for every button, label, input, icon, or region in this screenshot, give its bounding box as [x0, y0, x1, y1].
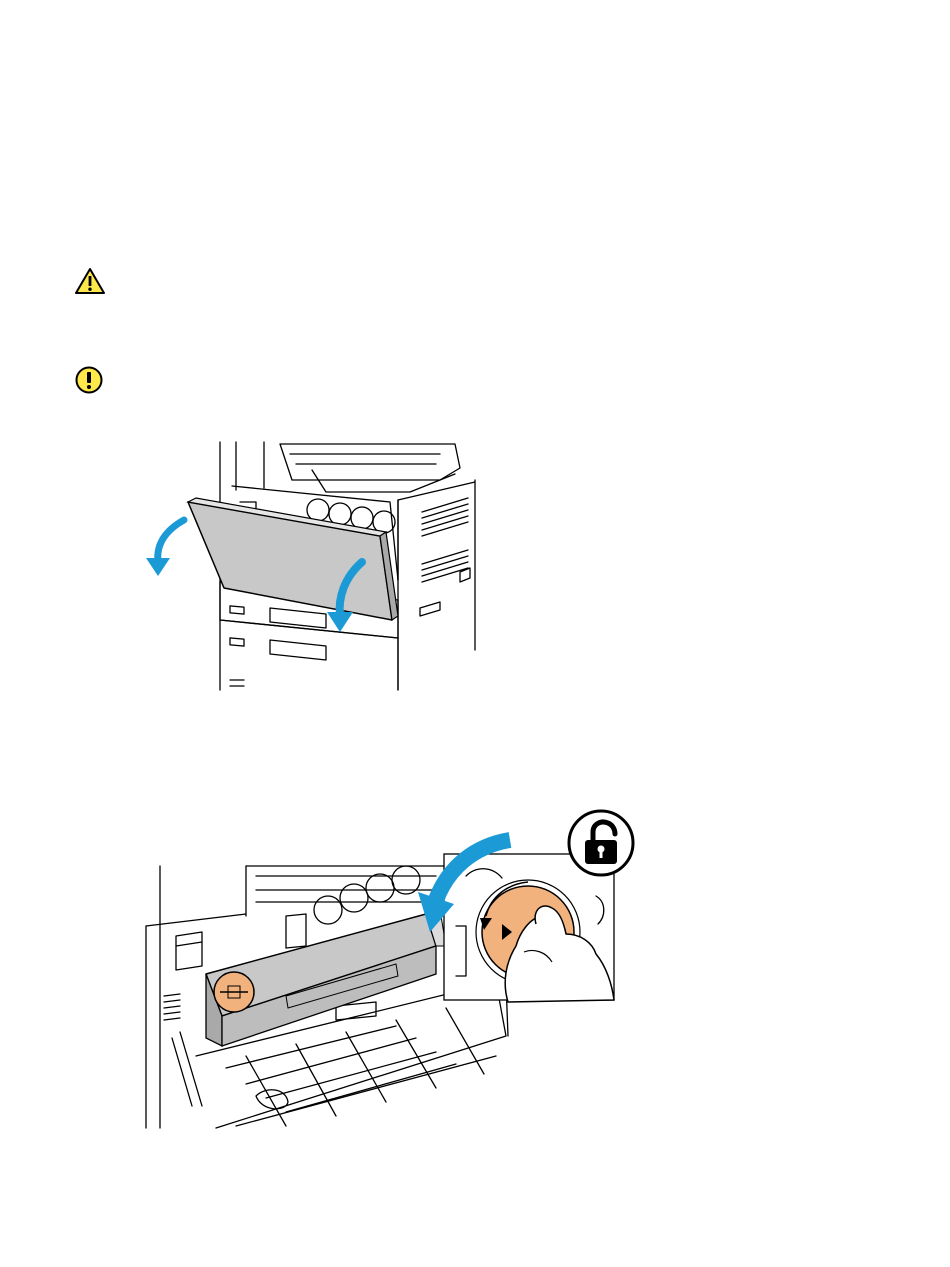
unlock-padlock-icon [566, 808, 636, 878]
caution-exclamation-icon [74, 365, 104, 395]
figure-open-front-door [140, 440, 480, 692]
warning-triangle-icon [74, 267, 106, 295]
